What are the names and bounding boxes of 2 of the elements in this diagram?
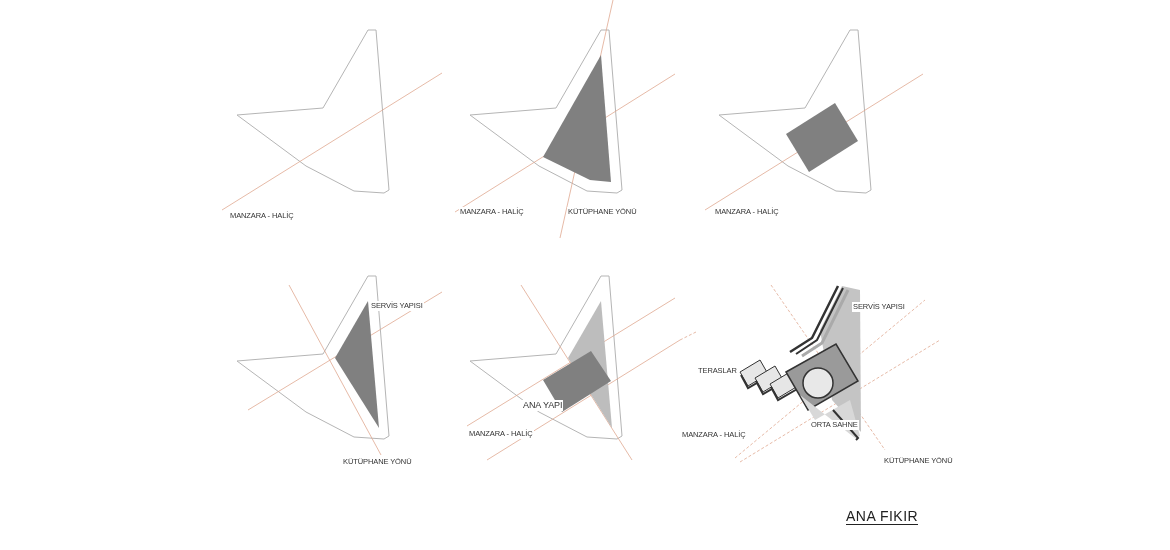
diagram-title: ANA FIKIR	[846, 509, 919, 526]
annotation-label: ANA YAPI	[522, 400, 564, 411]
